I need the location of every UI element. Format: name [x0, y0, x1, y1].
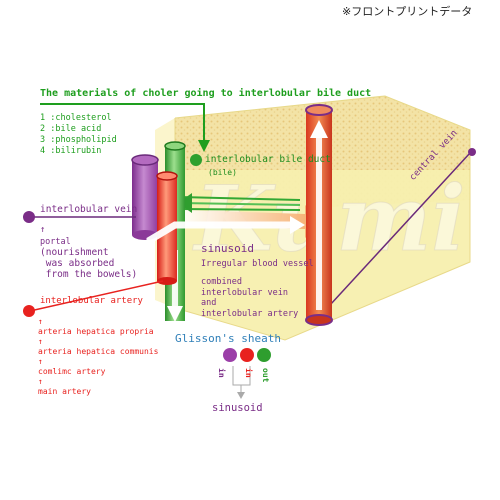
combined-label: combined interlobular vein and interlobu… [201, 277, 299, 319]
chain-item: arteria hepatica communis [38, 347, 159, 356]
combined-flow-arrow [146, 221, 295, 255]
central-vein-top [305, 104, 333, 116]
chain-arrow: ↑ [38, 337, 43, 346]
bile-label: (bile) [208, 168, 237, 177]
bile-flow-arrow-2 [179, 202, 301, 206]
interlobular-vein-cylinder [132, 160, 158, 235]
portal-arrow: ↑ [40, 225, 46, 235]
artery-dot [23, 305, 35, 317]
legend-out: out [261, 368, 270, 383]
bile-duct-top [164, 141, 186, 151]
bile-flow-arrow-1 [179, 196, 301, 201]
legend-vein-circle [223, 348, 237, 362]
central-vein-arrowhead [310, 120, 328, 138]
artery-pointer [29, 280, 164, 312]
legend-in-vein: in [217, 368, 226, 378]
portal-note: (nourishment was absorbed from the bowel… [40, 247, 138, 280]
material-item: 3 :phospholipid [40, 135, 117, 145]
glisson-label: Glisson's sheath [175, 332, 281, 345]
material-item: 2 :bile acid [40, 124, 102, 134]
bile-duct-dot [190, 154, 202, 166]
portal-label: portal [40, 237, 71, 247]
artery-top [156, 171, 178, 181]
vein-top [131, 154, 159, 166]
artery-chain: ↑ arteria hepatica propria ↑ arteria hep… [38, 317, 158, 397]
artery-bottom [157, 277, 177, 285]
materials-list: 1 :cholesterol 2 :bile acid 3 :phospholi… [40, 113, 117, 157]
legend-artery-circle [240, 348, 254, 362]
central-vein-dot [468, 148, 476, 156]
chain-arrow: ↑ [38, 317, 43, 326]
material-item: 1 :cholesterol [40, 113, 112, 123]
irregular-label: Irregular blood vessel [201, 259, 314, 269]
material-item: 4 :bilirubin [40, 146, 102, 156]
central-vein-bottom [305, 314, 333, 326]
combined-flow-arrowhead [290, 216, 305, 234]
sinusoid-label: sinusoid [201, 242, 254, 255]
legend-bile-circle [257, 348, 271, 362]
interlobular-vein-label: interlobular vein [40, 204, 138, 215]
chain-item: arteria hepatica propria [38, 327, 154, 336]
chain-item: main artery [38, 387, 91, 396]
central-vein-flow-arrow [316, 135, 322, 310]
bile-flow-arrow-3 [179, 208, 301, 211]
vein-dot [23, 211, 35, 223]
chain-arrow: ↑ [38, 357, 43, 366]
title-arrowhead [198, 140, 210, 152]
title-arrow [40, 103, 205, 143]
chain-arrow: ↑ [38, 377, 43, 386]
legend-in-artery: in [244, 368, 253, 378]
bile-duct-down-arrowhead [167, 306, 183, 322]
legend-connector-arrowhead [237, 392, 245, 399]
diagram-title: The materials of choler going to interlo… [40, 88, 372, 99]
bile-duct-label: interlobular bile duct [205, 154, 331, 165]
central-vein-line [329, 152, 471, 306]
header-note: ※フロントプリントデータ [342, 5, 473, 18]
interlobular-artery-label: interlobular artery [40, 296, 143, 306]
chain-item: comlimc artery [38, 367, 106, 376]
sinusoid-bottom-label: sinusoid [212, 402, 263, 414]
